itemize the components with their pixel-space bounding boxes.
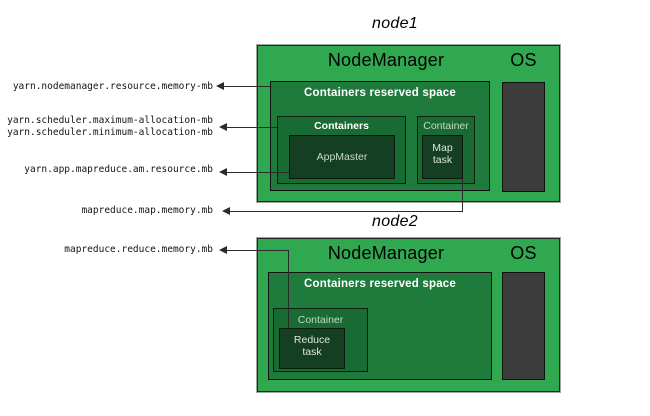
arrow-scheduler-allocation-head (219, 123, 227, 131)
arrow-map-memory-head (222, 207, 230, 215)
node2-os-memory-block (502, 272, 545, 380)
node1-map-task-box: Map task (422, 135, 463, 179)
arrow-nodemanager-memory-head (216, 82, 224, 90)
arrow-map-memory-line (229, 211, 462, 212)
node2-nodemanager-label: NodeManager (327, 243, 445, 263)
config-label-yarn-app-mapreduce-am-resource-mb: yarn.app.mapreduce.am.resource.mb (24, 164, 213, 175)
arrow-nodemanager-memory-line (223, 86, 270, 87)
node1-appmaster-box: AppMaster (289, 135, 395, 179)
node1-nodemanager-label: NodeManager (327, 50, 445, 70)
arrow-am-resource-line (226, 172, 289, 173)
config-label-yarn-scheduler-minimum-allocation-mb: yarn.scheduler.minimum-allocation-mb (7, 127, 213, 138)
arrow-reduce-memory-head (219, 246, 227, 254)
node2-reduce-task-box: Reduce task (279, 328, 345, 369)
arrow-am-resource-head (219, 168, 227, 176)
node1-container-label: Container (423, 120, 469, 132)
config-label-yarn-scheduler-maximum-allocation-mb: yarn.scheduler.maximum-allocation-mb (7, 115, 213, 126)
node1-map-task-label-line1: Map (432, 142, 453, 154)
arrow-reduce-memory-line (226, 250, 288, 251)
config-label-mapreduce-reduce-memory-mb: mapreduce.reduce.memory.mb (64, 244, 213, 255)
arrow-reduce-memory-vline (288, 250, 289, 328)
node2-containers-reserved-space-label: Containers reserved space (303, 278, 457, 290)
node1-map-task-label-line2: task (432, 154, 453, 166)
node2-reduce-task-label-line2: task (302, 346, 322, 358)
node1-title: node1 (372, 15, 418, 32)
node1-os-memory-block (502, 82, 545, 192)
config-label-yarn-scheduler-allocation: yarn.scheduler.maximum-allocation-mb yar… (7, 115, 213, 139)
config-label-yarn-nodemanager-resource-memory-mb: yarn.nodemanager.resource.memory-mb (12, 81, 213, 92)
node2-title: node2 (372, 213, 418, 230)
node2-container-label: Container (297, 314, 344, 326)
arrow-scheduler-allocation-line (226, 127, 277, 128)
node1-os-label: OS (510, 50, 537, 70)
arrow-map-memory-vline (462, 179, 463, 212)
node1-appmaster-label: AppMaster (316, 151, 368, 163)
node2-os-label: OS (510, 243, 537, 263)
config-label-mapreduce-map-memory-mb: mapreduce.map.memory.mb (81, 205, 213, 216)
node2-reduce-task-label-line1: Reduce (293, 334, 331, 346)
node1-containers-reserved-space-label: Containers reserved space (303, 87, 457, 99)
node1-containers-label: Containers (314, 120, 369, 132)
